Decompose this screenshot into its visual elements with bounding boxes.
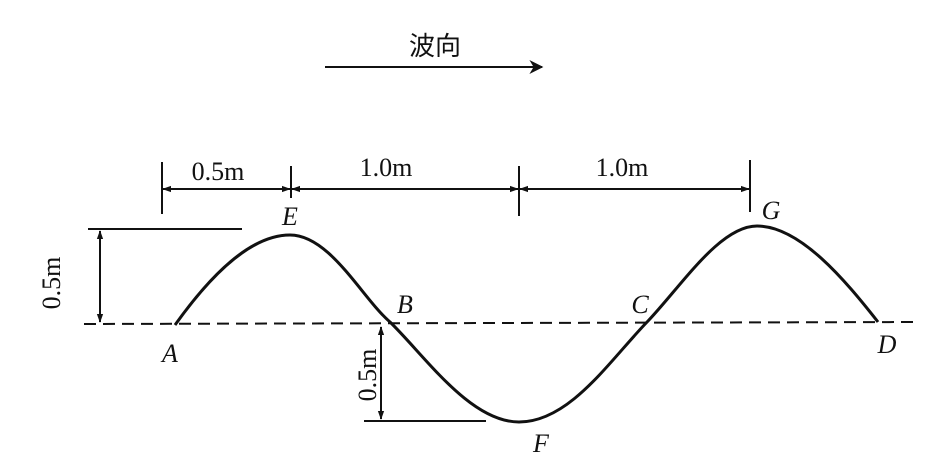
dimension-label-0-5m: 0.5m xyxy=(192,157,245,186)
point-label-b: B xyxy=(397,290,413,319)
point-label-e: E xyxy=(281,202,298,231)
dimension-label-1-0m-left: 1.0m xyxy=(360,153,413,182)
point-label-g: G xyxy=(762,196,781,225)
point-label-c: C xyxy=(631,290,649,319)
point-label-a: A xyxy=(160,339,178,368)
crest-height-label: 0.5m xyxy=(37,257,66,310)
point-label-f: F xyxy=(532,429,550,458)
baseline-dashed xyxy=(83,321,919,325)
dimension-label-1-0m-right: 1.0m xyxy=(596,153,649,182)
wave-direction-label: 波向 xyxy=(409,32,461,62)
point-label-d: D xyxy=(877,330,897,359)
trough-depth-label: 0.5m xyxy=(353,349,382,402)
wave-curve xyxy=(173,224,880,424)
